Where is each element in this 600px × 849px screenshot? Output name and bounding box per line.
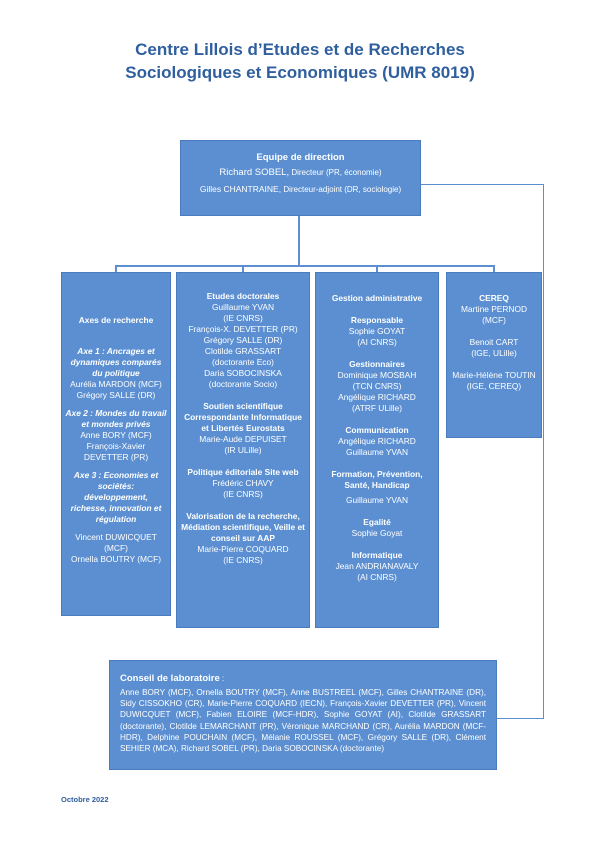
connector-gestion: [376, 265, 378, 272]
resp-line: Sophie GOYAT: [348, 326, 406, 336]
cereq-box: CEREQ Martine PERNOD (MCF) Benoit CART (…: [446, 272, 542, 438]
director-name: Richard SOBEL,: [219, 167, 290, 178]
conseil-members: Anne BORY (MCF), Ornella BOUTRY (MCF), A…: [120, 688, 486, 754]
gest-line: (ATRF ULille): [351, 403, 403, 413]
axis1-title: Axe 1 : Ancrages et dynamiques comparés …: [70, 346, 162, 378]
politique-line: (IE CNRS): [223, 489, 263, 499]
form-heading: Formation, Prévention, Santé, Handicap: [331, 469, 423, 490]
conseil-heading-line: Conseil de laboratoire :: [120, 668, 486, 686]
axes-box: Axes de recherche Axe 1 : Ancrages et dy…: [61, 272, 171, 616]
direction-box: Equipe de direction Richard SOBEL, Direc…: [180, 140, 421, 216]
cereq-line: Marie-Hélène TOUTIN: [452, 370, 536, 380]
cereq-line: (IGE, ULille): [471, 348, 517, 358]
axis1-member: Aurélia MARDON (MCF): [70, 379, 162, 389]
axis3-member: Vincent DUWICQUET (MCF): [75, 532, 157, 553]
footer-date: Octobre 2022: [61, 795, 109, 804]
etudes-line: (doctorante Socio): [208, 379, 278, 389]
connector-right-top: [421, 184, 544, 185]
direction-heading: Equipe de direction: [256, 152, 345, 163]
conseil-heading: Conseil de laboratoire: [120, 673, 220, 684]
connector-horizontal-bar: [115, 265, 495, 267]
gest-line: Dominique MOSBAH: [337, 370, 417, 380]
connector-cereq: [493, 265, 495, 272]
conseil-colon: :: [219, 674, 225, 683]
soutien-heading: Soutien scientifique Correspondante Info…: [184, 401, 302, 433]
connector-axes: [115, 265, 117, 272]
resp-heading: Responsable: [350, 315, 404, 325]
director-role: Directeur (PR, économie): [289, 168, 382, 177]
title-line-1: Centre Lillois d’Etudes et de Recherches: [135, 40, 465, 59]
connector-etudes: [242, 265, 244, 272]
resp-line: (AI CNRS): [357, 337, 397, 347]
deputy-role: Directeur-adjoint (DR, sociologie): [281, 185, 402, 194]
gest-line: Angélique RICHARD: [338, 392, 416, 402]
conseil-box: Conseil de laboratoire : Anne BORY (MCF)…: [109, 660, 497, 770]
etudes-line: François-X. DEVETTER (PR): [188, 324, 298, 334]
valorisation-line: (IE CNRS): [223, 555, 263, 565]
etudes-line: Daria SOBOCINSKA: [204, 368, 282, 378]
axis2-member: François-Xavier DEVETTER (PR): [83, 441, 149, 462]
info-line: (AI CNRS): [357, 572, 397, 582]
valorisation-heading: Valorisation de la recherche, Médiation …: [181, 511, 305, 543]
axis2-title: Axe 2 : Mondes du travail et mondes priv…: [65, 408, 167, 429]
gestion-heading: Gestion administrative: [331, 293, 423, 303]
egal-heading: Egalité: [363, 517, 391, 527]
valorisation-line: Marie-Pierre COQUARD: [197, 544, 289, 554]
etudes-heading: Etudes doctorales: [206, 291, 280, 301]
deputy-name: Gilles CHANTRAINE,: [199, 184, 282, 194]
title-line-2: Sociologiques et Economiques (UMR 8019): [125, 63, 475, 82]
info-heading: Informatique: [351, 550, 403, 560]
gest-line: (TCN CNRS): [352, 381, 402, 391]
director-line: Richard SOBEL, Directeur (PR, économie): [181, 166, 420, 180]
gest-heading: Gestionnaires: [349, 359, 405, 369]
gestion-box: Gestion administrative Responsable Sophi…: [315, 272, 439, 628]
cereq-heading: CEREQ: [479, 293, 509, 303]
deputy-line: Gilles CHANTRAINE, Directeur-adjoint (DR…: [181, 182, 420, 197]
axis3-title: Axe 3 : Economies et sociétés: développe…: [70, 470, 162, 524]
form-line: Guillaume YVAN: [345, 495, 409, 505]
cereq-line: (MCF): [482, 315, 506, 325]
page-title: Centre Lillois d’Etudes et de Recherches…: [0, 38, 600, 84]
etudes-box: Etudes doctorales Guillaume YVAN (IE CNR…: [176, 272, 310, 628]
egal-line: Sophie Goyat: [351, 528, 403, 538]
comm-line: Angélique RICHARD: [338, 436, 416, 446]
comm-line: Guillaume YVAN: [345, 447, 409, 457]
etudes-line: Clotilde GRASSART: [204, 346, 282, 356]
cereq-line: (IGE, CEREQ): [466, 381, 522, 391]
axes-heading: Axes de recherche: [78, 315, 154, 325]
connector-right-vertical: [543, 184, 544, 719]
axis1-member: Grégory SALLE (DR): [76, 390, 156, 400]
axis2-member: Anne BORY (MCF): [80, 430, 152, 440]
cereq-line: Martine PERNOD: [460, 304, 528, 314]
connector-right-bottom: [497, 718, 544, 719]
etudes-line: (IE CNRS): [223, 313, 263, 323]
info-line: Jean ANDRIANAVALY: [335, 561, 419, 571]
etudes-line: Grégory SALLE (DR): [203, 335, 283, 345]
etudes-line: Guillaume YVAN: [211, 302, 275, 312]
connector-direction-down: [298, 216, 300, 266]
axis3-member: Ornella BOUTRY (MCF): [71, 554, 161, 564]
politique-line: Frédéric CHAVY: [212, 478, 274, 488]
cereq-line: Benoit CART: [469, 337, 519, 347]
politique-heading: Politique éditoriale Site web: [187, 467, 299, 477]
etudes-line: (doctorante Eco): [212, 357, 274, 367]
soutien-line: (IR ULille): [224, 445, 262, 455]
comm-heading: Communication: [345, 425, 409, 435]
soutien-line: Marie-Aude DEPUISET: [199, 434, 287, 444]
